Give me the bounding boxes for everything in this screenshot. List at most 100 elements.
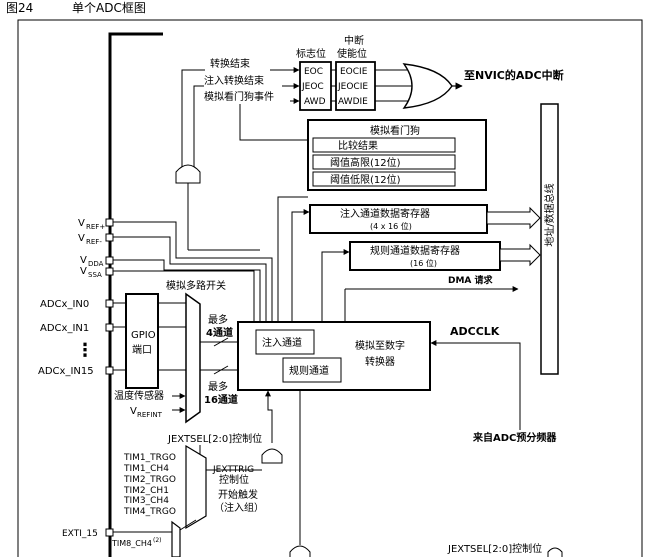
adcclk-label: ADCCLK — [450, 325, 500, 338]
address-bus-label: 地址/数据总线 — [543, 183, 556, 246]
exti-pin — [105, 528, 114, 537]
pin-adcx-in1 — [105, 323, 114, 332]
trigger-source-3: TIM2_TRGO — [123, 475, 176, 485]
injected-data-register — [309, 204, 488, 234]
chip-boundary — [108, 32, 163, 557]
pin-ellipsis: ⋮ — [76, 340, 94, 361]
flag-eoc: EOC — [304, 67, 323, 77]
start-trigger-label-2: （注入组） — [214, 501, 264, 514]
threshold-low-label: 阈值低限(12位) — [330, 173, 401, 186]
svg-text:V: V — [78, 218, 85, 229]
event-label-eoc: 转换结束 — [210, 57, 250, 70]
watchdog-title: 模拟看门狗 — [370, 124, 420, 137]
flags-title: 标志位 — [296, 47, 326, 60]
analog-mux — [185, 292, 201, 424]
enable-jeocie: JEOCIE — [337, 82, 368, 92]
trigger-source-1: TIM1_TRGO — [123, 453, 176, 463]
gpio-label-1: GPIO — [131, 330, 156, 341]
trigger-source-2: TIM1_CH4 — [123, 464, 169, 474]
svg-text:TIM8_CH4: TIM8_CH4 — [111, 539, 152, 548]
trigger-and-gate — [261, 448, 283, 464]
eoc-feedback-line — [181, 69, 205, 168]
svg-text:(2): (2) — [153, 537, 162, 544]
svg-text:REFINT: REFINT — [137, 411, 163, 419]
event-or-gate — [175, 164, 201, 184]
regular-trigger-gate — [289, 545, 311, 557]
bottom-jextsel-label: JEXTSEL[2:0]控制位 — [447, 542, 542, 555]
regular-register-size: (16 位) — [410, 258, 437, 268]
exti-to-trigger — [179, 519, 197, 531]
mux-title: 模拟多路开关 — [166, 279, 226, 292]
mux-cross-1 — [213, 337, 229, 347]
address-data-bus — [540, 103, 559, 375]
tim8-label: TIM8_CH4 (2) — [111, 537, 162, 548]
mux-inj-line2: 4通道 — [206, 326, 233, 339]
jexttrig-label-1: JEXTTRIG — [212, 465, 254, 475]
enable-awdie: AWDIE — [338, 97, 368, 107]
vref-plus-pin: V REF+ — [78, 218, 114, 231]
regular-channel-box — [282, 357, 342, 383]
temp-sensor-label: 温度传感器 — [114, 389, 164, 402]
regular-channel-label: 规则通道 — [289, 364, 329, 377]
svg-text:V: V — [130, 406, 137, 417]
trigger-source-4: TIM2_CH1 — [123, 486, 169, 496]
nvic-label: 至NVIC的ADC中断 — [464, 68, 564, 82]
pin-adcx-in0-label: ADCx_IN0 — [40, 299, 89, 310]
converter-label-2: 转换器 — [365, 355, 395, 368]
regular-data-register — [349, 241, 501, 271]
injected-register-size: (4 x 16 位) — [370, 221, 412, 231]
mux-reg-line1: 最多 — [208, 380, 228, 393]
flag-awd: AWD — [304, 97, 326, 107]
vdda-line — [113, 259, 261, 322]
trigger-mux — [185, 444, 207, 530]
svg-text:DDA: DDA — [88, 260, 104, 268]
interrupt-enable-title-2: 使能位 — [337, 47, 367, 60]
svg-text:V: V — [80, 255, 87, 266]
figure-caption: 单个ADC框图 — [72, 1, 146, 15]
threshold-low-field — [312, 171, 456, 187]
converter-label-1: 模拟至数字 — [355, 339, 405, 352]
vssa-line — [113, 270, 255, 322]
mux-reg-line2: 16通道 — [204, 393, 238, 406]
pin-adcx-in15 — [105, 366, 114, 375]
bottom-regular-gate — [547, 547, 563, 557]
threshold-high-field — [312, 154, 456, 170]
awd-feedback-line — [239, 104, 310, 141]
nvic-or-gate — [402, 63, 453, 109]
event-label-awd: 模拟看门狗事件 — [204, 90, 274, 103]
event-label-jeoc: 注入转换结束 — [204, 74, 264, 87]
regular-register-feed — [321, 249, 350, 322]
mux-cross-2 — [213, 365, 229, 375]
injected-channel-box — [255, 329, 315, 355]
mux-inj-line1: 最多 — [208, 313, 228, 326]
regular-register-bus-arrow — [499, 243, 541, 267]
prescaler-label: 来自ADC预分频器 — [472, 431, 557, 444]
svg-text:REF+: REF+ — [86, 223, 105, 231]
watchdog-feedback-line — [277, 196, 308, 322]
vref-plus-line — [113, 221, 273, 322]
exti-mux — [171, 520, 181, 557]
enable-eocie: EOCIE — [340, 67, 368, 77]
svg-text:V: V — [78, 233, 85, 244]
vref-minus-pin: V REF- — [78, 233, 114, 246]
gpio-label-2: 端口 — [132, 343, 152, 356]
regular-register-title: 规则通道数据寄存器 — [370, 244, 460, 257]
jeoc-feedback-line — [193, 85, 204, 168]
injected-register-bus-arrow — [486, 206, 541, 230]
vref-minus-line — [113, 236, 267, 322]
pin-adcx-in1-label: ADCx_IN1 — [40, 323, 89, 334]
svg-text:REF-: REF- — [86, 238, 102, 246]
trigger-source-5: TIM3_CH4 — [123, 496, 169, 506]
dma-label: DMA 请求 — [448, 274, 494, 286]
start-trigger-label-1: 开始触发 — [218, 488, 258, 501]
injected-channel-label: 注入通道 — [262, 336, 302, 349]
injected-register-title: 注入通道数据寄存器 — [340, 207, 430, 220]
vrefint-label: V REFINT — [130, 406, 163, 419]
trigger-to-injected — [265, 390, 273, 443]
threshold-high-label: 阈值高限(12位) — [330, 156, 401, 169]
compare-result-field — [312, 137, 456, 153]
pin-adcx-in0 — [105, 299, 114, 308]
injected-register-feed — [291, 209, 310, 322]
trigger-source-6: TIM4_TRGO — [123, 507, 176, 517]
